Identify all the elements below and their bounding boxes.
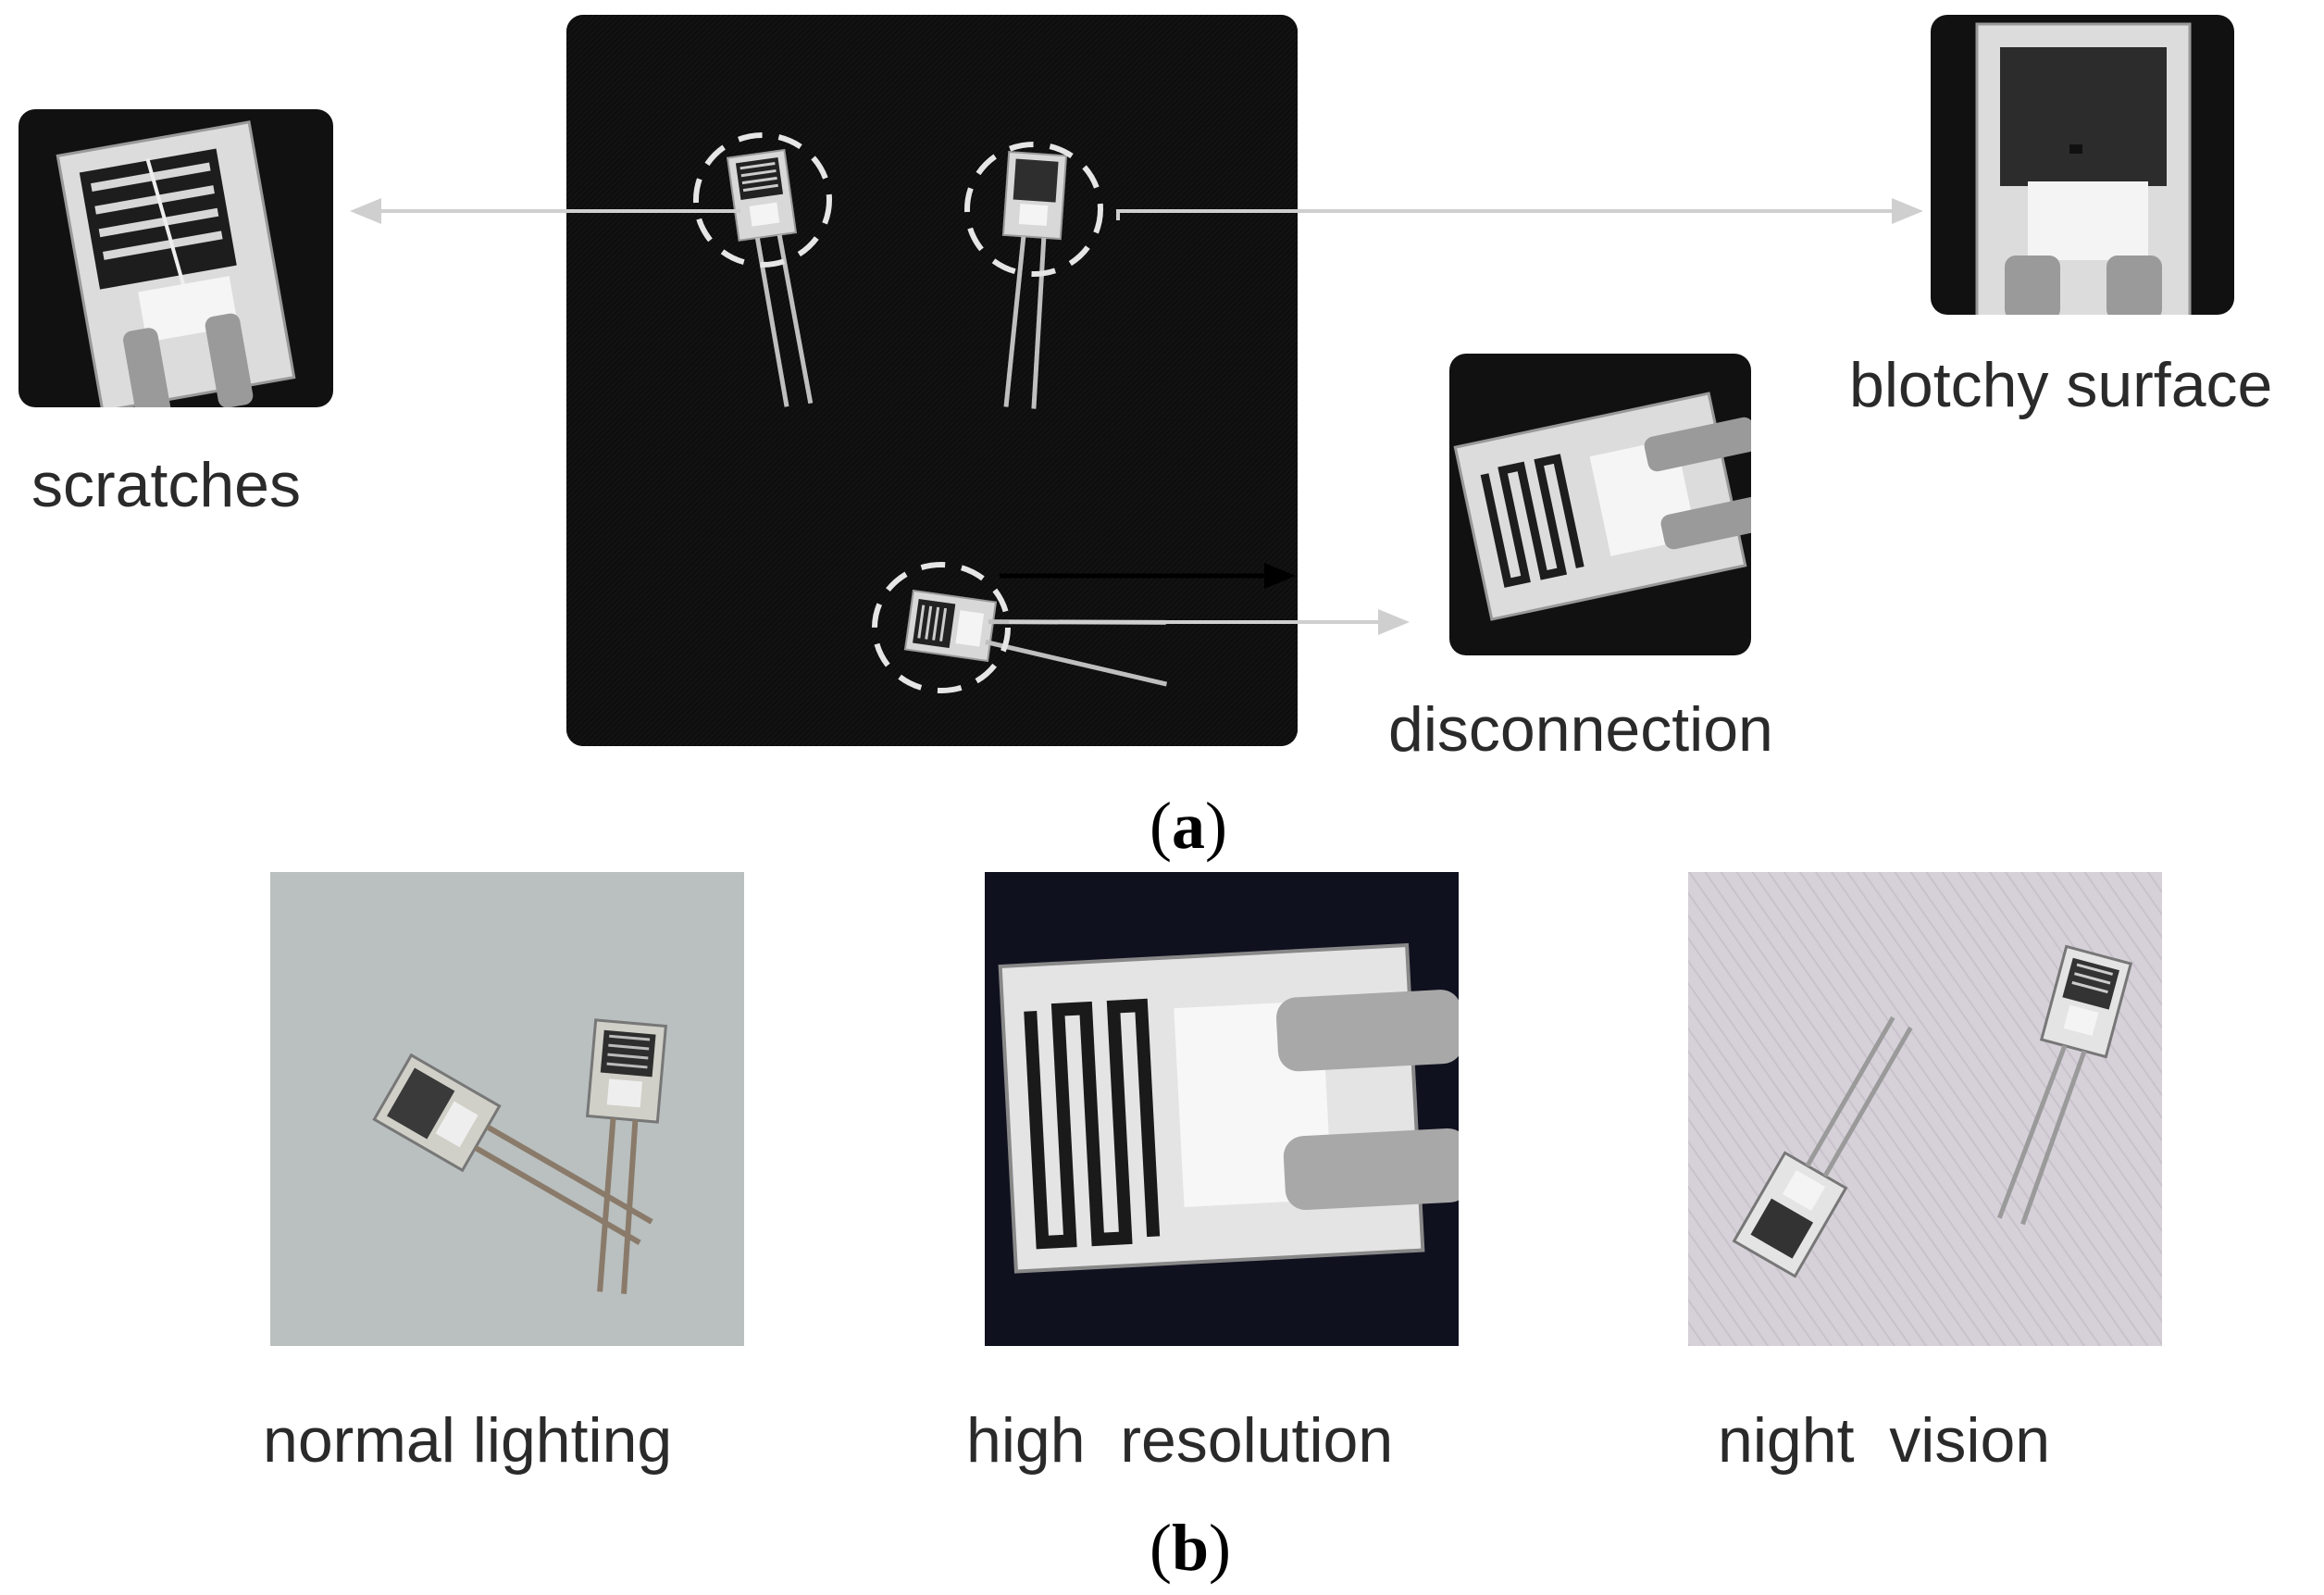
disconnection-label: disconnection: [1388, 694, 1773, 765]
highlight-circle-scratched: [693, 132, 832, 268]
normal-lighting-label: normal lighting: [263, 1405, 673, 1476]
arrowhead-scratches: [350, 198, 381, 224]
arrow-blotchy: [1116, 209, 1907, 220]
arrowhead-disconnection: [1378, 609, 1410, 635]
caption-a: (a): [1150, 789, 1227, 863]
blotchy-label: blotchy surface: [1849, 350, 2273, 420]
normal-lighting-photo: [270, 872, 744, 1346]
highlight-circle-blotchy: [964, 142, 1103, 277]
sensor-blotchy: [1001, 150, 1068, 409]
highlight-circle-disconnected: [872, 562, 1011, 693]
high-resolution-label: high resolution: [966, 1405, 1394, 1476]
high-resolution-photo: [985, 872, 1459, 1346]
caption-b: (b): [1150, 1511, 1232, 1585]
blotchy-inset: [1931, 15, 2234, 315]
night-vision-photo: [1688, 872, 2162, 1346]
main-sensor-photo: [566, 15, 1298, 746]
sensor-disconnected: [903, 589, 1168, 687]
scratches-label: scratches: [31, 450, 301, 520]
arrowhead-black-inner: [1264, 563, 1296, 589]
scratches-inset: [19, 109, 333, 407]
arrowhead-blotchy: [1892, 198, 1923, 224]
disconnection-inset: [1449, 354, 1751, 655]
night-vision-label: night vision: [1718, 1405, 2051, 1476]
